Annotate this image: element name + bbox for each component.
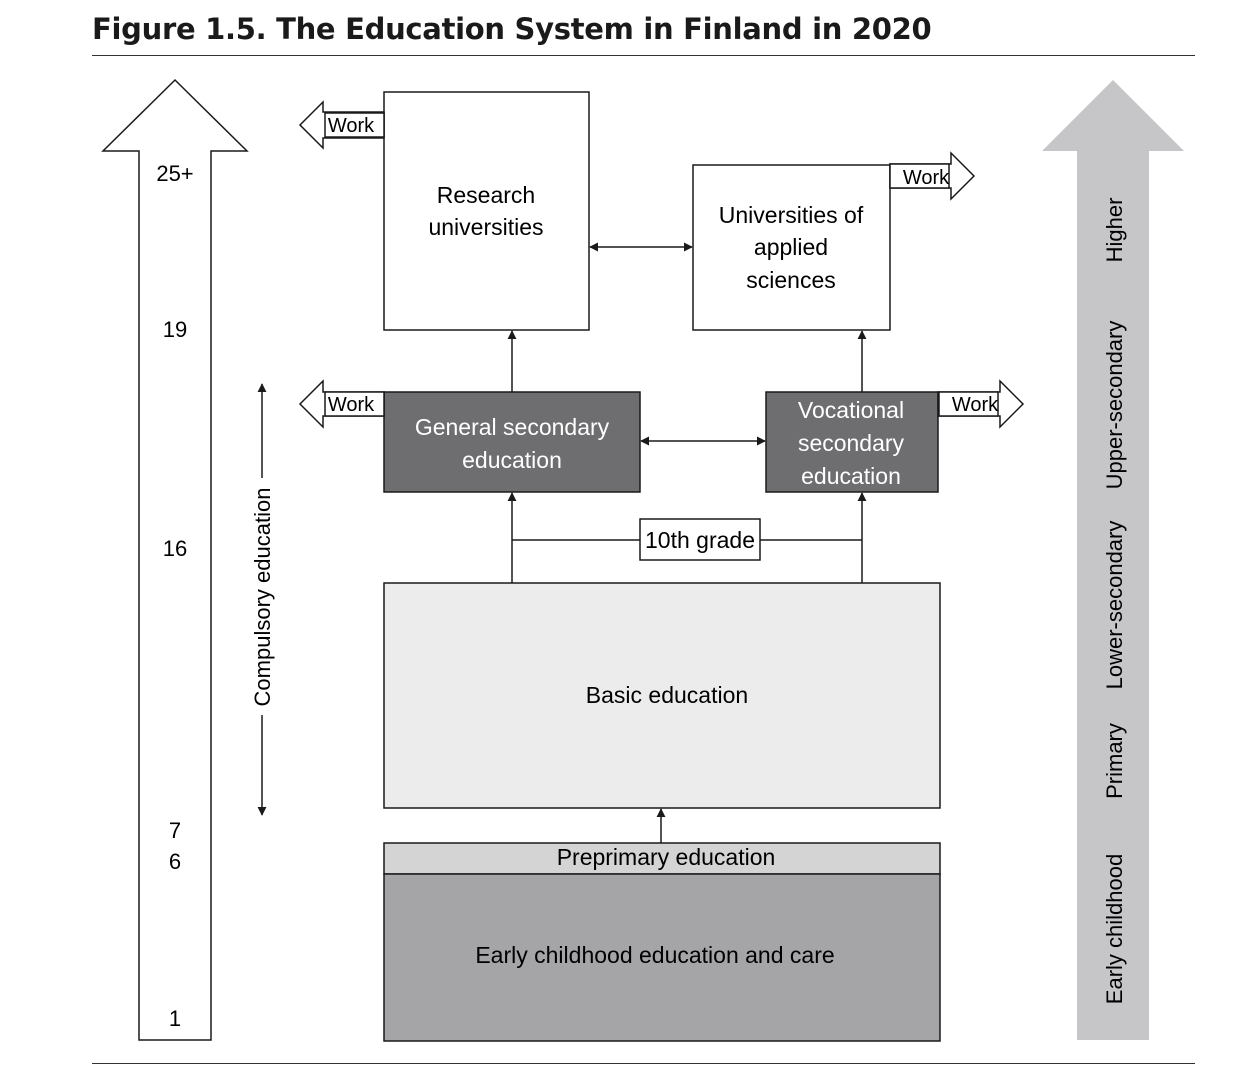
level-label-primary: Primary — [1102, 723, 1127, 799]
general-secondary-box — [383, 391, 641, 493]
level-label-upper-secondary: Upper-secondary — [1102, 321, 1127, 490]
vocational-secondary-label-1: Vocational — [798, 397, 904, 423]
age-label-6: 6 — [169, 849, 181, 874]
bottom-rule — [92, 1063, 1195, 1064]
work-label-box-general — [324, 391, 385, 417]
figure-title: Figure 1.5. The Education System in Finl… — [92, 12, 932, 46]
vocational-secondary-label-3: education — [801, 463, 901, 489]
general-secondary-label-2: education — [462, 447, 562, 473]
work-label-vocational: Work — [952, 394, 999, 416]
preprimary-label: Preprimary education — [557, 844, 776, 870]
level-label-higher: Higher — [1102, 198, 1127, 263]
general-secondary-label-1: General secondary — [415, 414, 610, 440]
work-label-box-applied — [889, 163, 950, 189]
applied-sciences-label-2: applied — [754, 234, 828, 260]
research-universities-box — [383, 91, 590, 331]
basic-education-label: Basic education — [586, 682, 748, 708]
research-universities-label-2: universities — [428, 214, 543, 240]
tenth-grade-label: 10th grade — [645, 527, 755, 553]
applied-sciences-box — [692, 164, 891, 331]
applied-sciences-label-3: sciences — [746, 267, 835, 293]
age-arrow — [101, 78, 249, 1041]
top-rule — [92, 55, 1195, 56]
work-label-general: Work — [328, 394, 375, 416]
work-label-box-research — [324, 112, 385, 138]
age-label-16: 16 — [163, 536, 187, 561]
work-label-box-vocational — [938, 391, 999, 417]
vocational-secondary-box — [765, 391, 939, 493]
age-label-7: 7 — [169, 818, 181, 843]
early-childhood-box — [383, 873, 941, 1042]
early-childhood-label: Early childhood education and care — [475, 942, 834, 968]
age-label-19: 19 — [163, 317, 187, 342]
age-label-1: 1 — [169, 1006, 181, 1031]
level-label-early-childhood: Early childhood — [1102, 854, 1127, 1004]
work-label-research: Work — [328, 115, 375, 137]
tenth-grade-box — [639, 518, 761, 561]
age-label-25plus: 25+ — [156, 161, 193, 186]
research-universities-label-1: Research — [437, 182, 535, 208]
basic-education-box — [383, 582, 941, 809]
work-label-applied: Work — [903, 167, 950, 189]
vocational-secondary-label-2: secondary — [798, 430, 905, 456]
level-label-lower-secondary: Lower-secondary — [1102, 521, 1127, 690]
compulsory-education-label: Compulsory education — [250, 488, 275, 707]
level-arrow — [1042, 80, 1184, 1040]
applied-sciences-label-1: Universities of — [719, 202, 864, 228]
preprimary-box — [383, 842, 941, 875]
